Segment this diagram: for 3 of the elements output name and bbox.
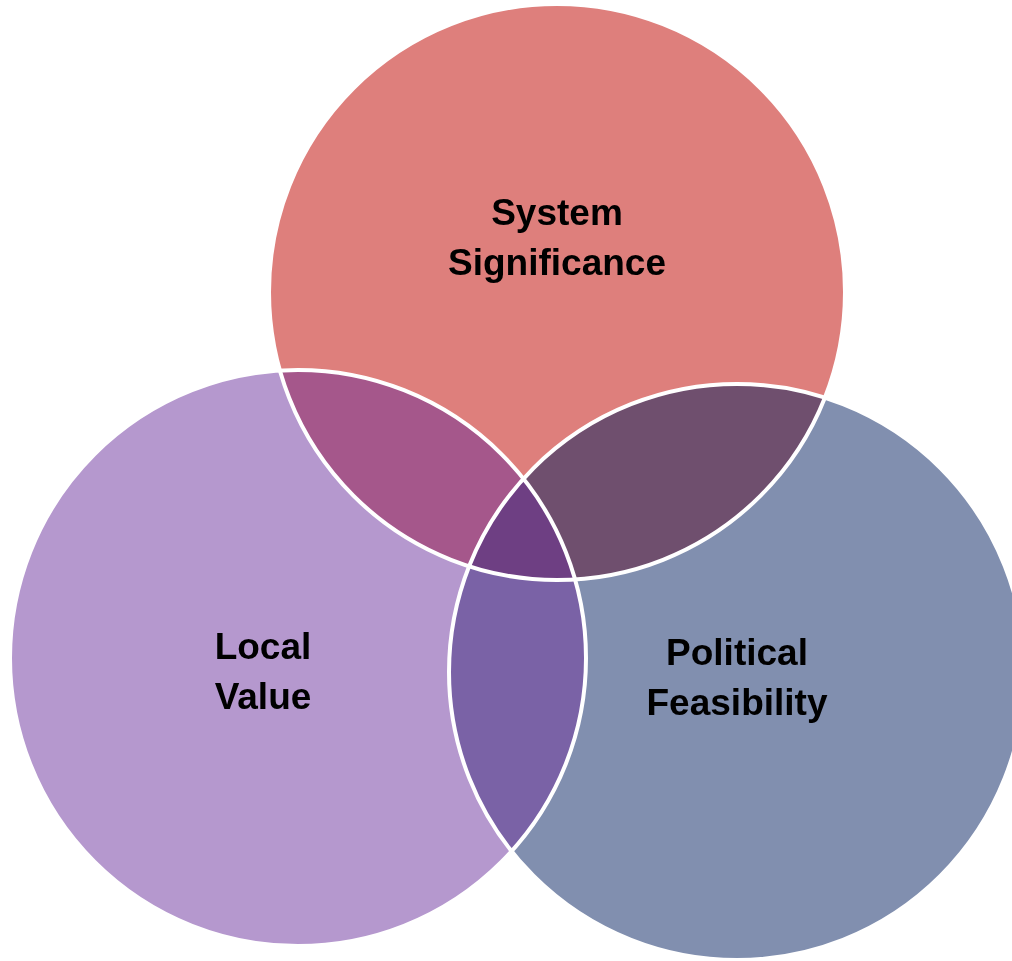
circle-label: Political Feasibility (622, 628, 852, 728)
circle-label: System Significance (427, 188, 687, 288)
circle-label: Local Value (193, 622, 333, 722)
